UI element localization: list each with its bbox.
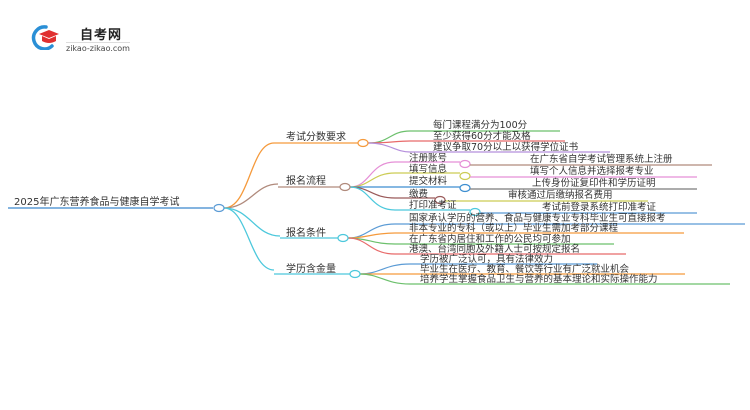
leaf-node[interactable]: 毕业生在医疗、教育、餐饮等行业有广泛就业机会 xyxy=(420,263,630,275)
branch-score-requirements[interactable]: 考试分数要求 xyxy=(286,130,346,143)
logo-subtitle: zikao-zikao.com xyxy=(66,42,130,53)
branch-eligibility[interactable]: 报名条件 xyxy=(286,226,326,239)
root-node[interactable]: 2025年广东营养食品与健康自学考试 xyxy=(14,195,179,208)
leaf-node[interactable]: 非本专业的专科（或以上）毕业生需加考部分课程 xyxy=(409,222,619,234)
step-node[interactable]: 填写信息 xyxy=(409,163,447,175)
step-handle[interactable] xyxy=(459,159,471,169)
step-detail[interactable]: 填写个人信息并选择报考专业 xyxy=(530,165,654,177)
leaf-node[interactable]: 国家承认学历的营养、食品与健康专业专科毕业生可直接报考 xyxy=(409,212,666,224)
step-node[interactable]: 提交材料 xyxy=(409,175,448,187)
leaf-node[interactable]: 在广东省内居住和工作的公民均可参加 xyxy=(409,233,571,245)
step-detail[interactable]: 审核通过后缴纳报名费用 xyxy=(508,189,613,201)
leaf-node[interactable]: 每门课程满分为100分 xyxy=(433,119,528,131)
leaf-node[interactable]: 至少获得60分才能及格 xyxy=(433,130,531,142)
branch-handle[interactable] xyxy=(337,233,349,243)
step-handle[interactable] xyxy=(459,183,471,193)
branch-degree-value[interactable]: 学历含金量 xyxy=(286,262,336,275)
step-node[interactable]: 打印准考证 xyxy=(409,199,457,211)
leaf-node[interactable]: 港澳、台湾同胞及外籍人士可按规定报名 xyxy=(409,243,580,255)
step-detail[interactable]: 在广东省自学考试管理系统上注册 xyxy=(530,153,673,165)
root-node-handle[interactable] xyxy=(213,203,225,213)
logo-title: 自考网 xyxy=(80,28,123,43)
leaf-node[interactable]: 培养学生掌握食品卫生与营养的基本理论和实际操作能力 xyxy=(420,273,658,285)
step-handle[interactable] xyxy=(459,171,471,181)
step-detail[interactable]: 考试前登录系统打印准考证 xyxy=(542,201,657,213)
branch-handle[interactable] xyxy=(339,182,351,192)
leaf-node[interactable]: 学历被广泛认可，具有法律效力 xyxy=(420,253,553,265)
leaf-node[interactable]: 建议争取70分以上以获得学位证书 xyxy=(433,141,579,153)
branch-handle[interactable] xyxy=(357,138,369,148)
step-node[interactable]: 缴费 xyxy=(409,188,428,200)
branch-registration-process[interactable]: 报名流程 xyxy=(286,174,326,187)
site-logo[interactable]: 自考网 zikao-zikao.com xyxy=(30,20,140,54)
step-detail[interactable]: 上传身份证复印件和学历证明 xyxy=(532,177,656,189)
step-node[interactable]: 注册账号 xyxy=(409,152,447,164)
graduation-cap-icon xyxy=(31,25,59,50)
step-handle[interactable] xyxy=(469,207,481,217)
step-handle[interactable] xyxy=(434,195,446,205)
branch-handle[interactable] xyxy=(349,269,361,279)
